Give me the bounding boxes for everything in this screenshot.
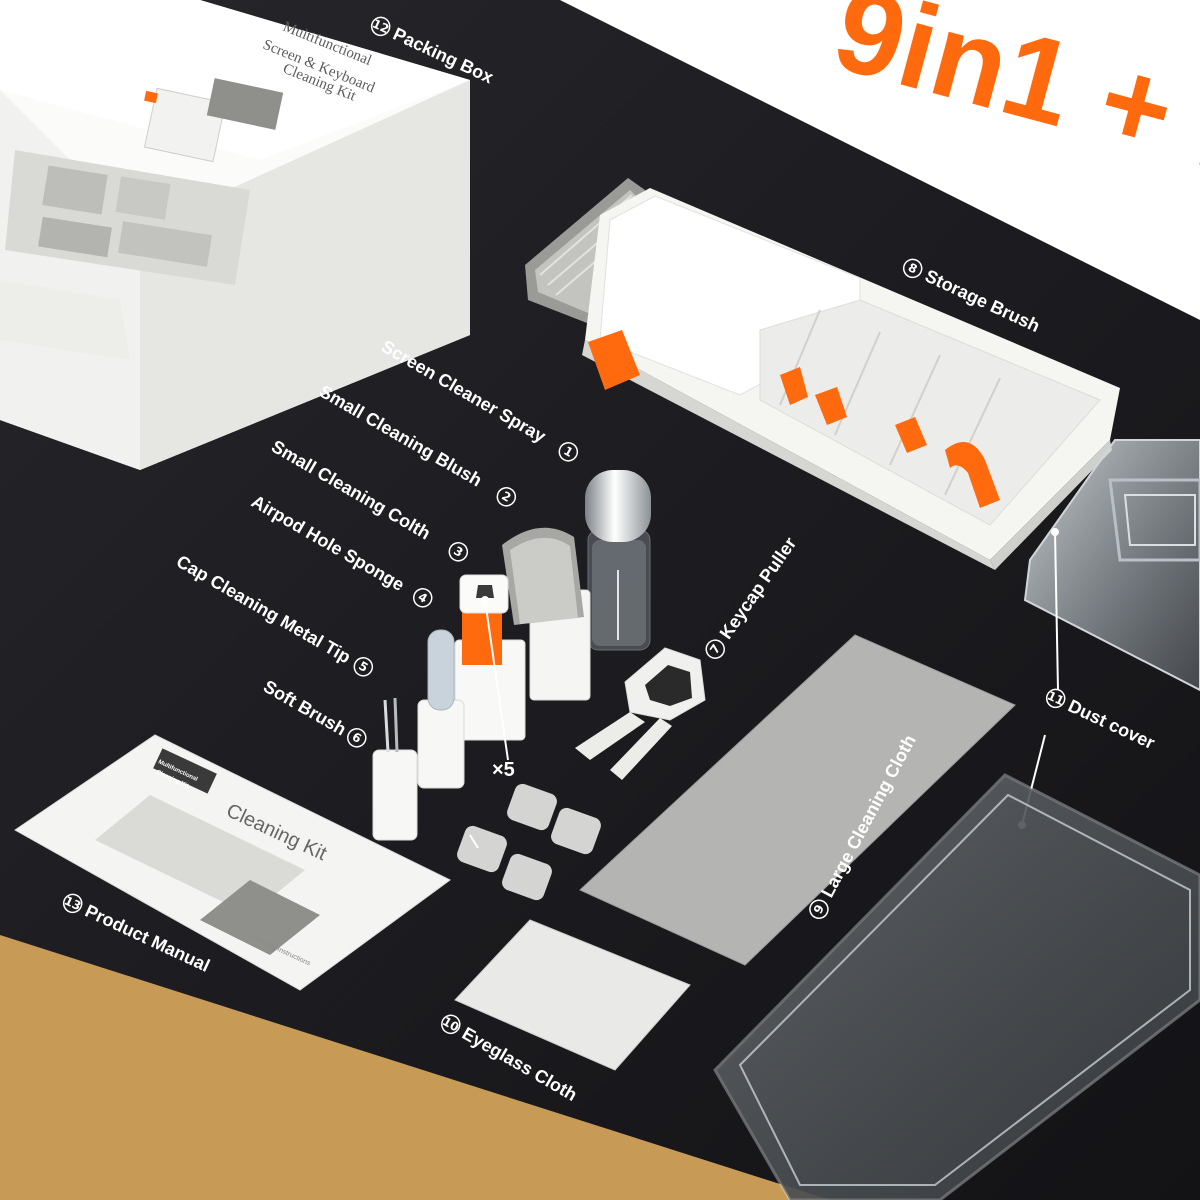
airpod-hole-sponge (417, 629, 465, 789)
sponge-pads (457, 783, 601, 901)
product-manual: Multifunctional Cleaning Kit Cleaning Ki… (14, 734, 451, 991)
svg-text:12: 12 (370, 16, 391, 36)
sponge-count-leader (484, 599, 509, 761)
eyeglass-cloth (454, 919, 691, 1071)
keycap-puller (575, 647, 706, 780)
box-artwork (5, 78, 284, 285)
svg-text:13: 13 (62, 893, 83, 913)
dust-cover-leader (1054, 531, 1059, 691)
dust-cover-tray (713, 773, 1200, 1200)
small-cleaning-colth (454, 574, 526, 741)
svg-text:11: 11 (1045, 688, 1066, 708)
sponge-count: ×5 (492, 759, 515, 781)
small-cleaning-blush (502, 527, 591, 701)
storage-brush (525, 178, 1120, 570)
packing-box: Multifunctional Screen & Keyboard Cleani… (0, 0, 470, 470)
cork-edge (0, 930, 1200, 1200)
dust-cover-side (1023, 439, 1200, 692)
screen-cleaner-spray (585, 470, 651, 651)
cap-cleaning-metal-tip (372, 697, 418, 841)
large-cleaning-cloth (579, 634, 1016, 966)
